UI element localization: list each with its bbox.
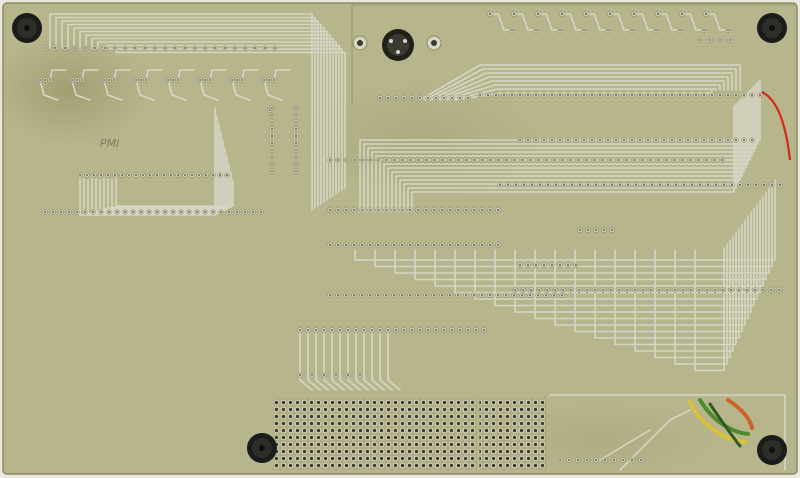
din-connector [352,29,442,61]
rubber-feet [12,13,787,465]
wire-bundle [688,398,754,448]
perfboard-area [275,398,545,470]
red-wire [761,91,792,161]
silkscreen-label: PMI [100,137,119,150]
copper-traces [39,13,786,471]
solder-pads [37,11,783,463]
